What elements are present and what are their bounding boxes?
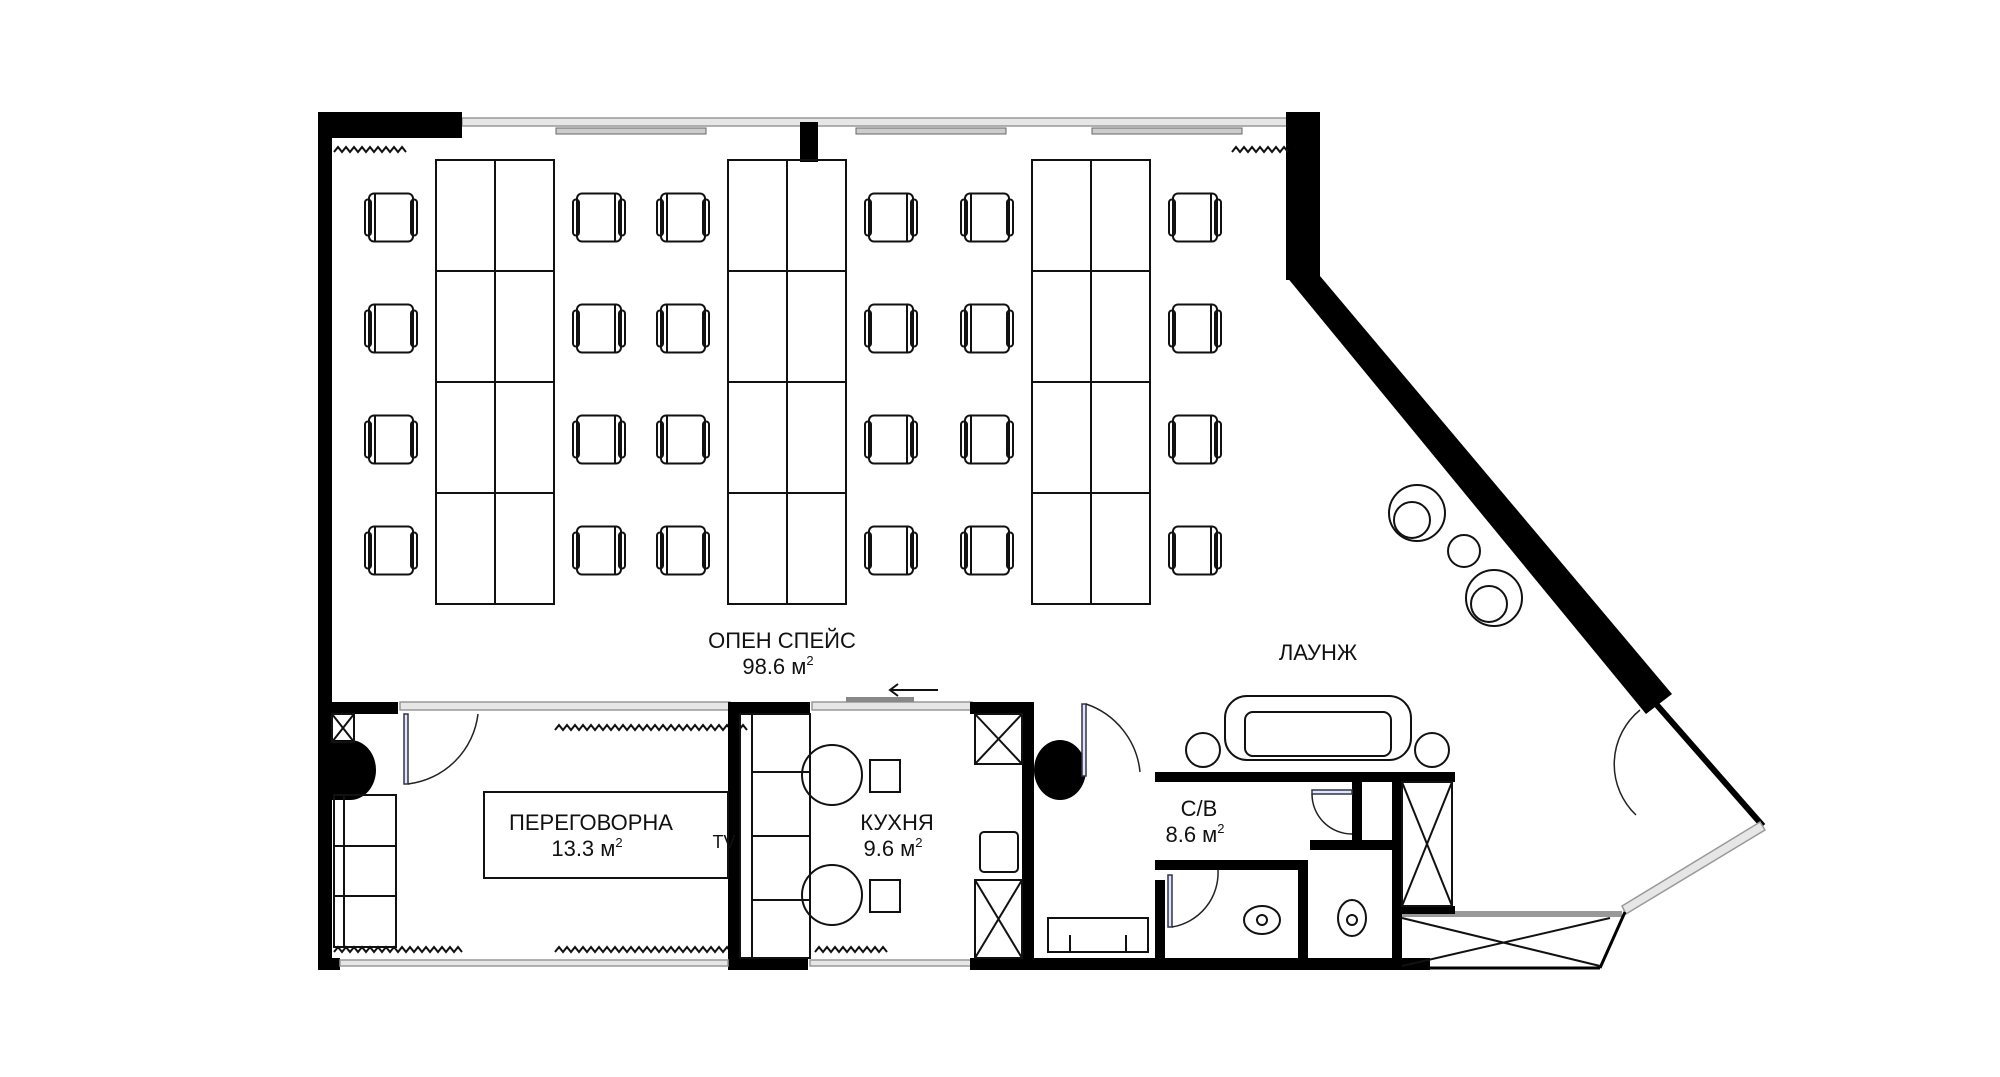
office-chair xyxy=(364,303,418,354)
desk xyxy=(727,381,788,494)
open-space-area: 98.6 м2 xyxy=(742,653,813,679)
desk xyxy=(1090,492,1151,605)
desk xyxy=(1090,159,1151,272)
office-chair xyxy=(364,525,418,576)
doors xyxy=(403,703,1641,928)
desk xyxy=(1090,381,1151,494)
desk xyxy=(435,381,496,494)
tv-label: TV xyxy=(712,832,735,852)
shafts xyxy=(331,713,1611,967)
stool xyxy=(869,759,901,793)
office-chair xyxy=(656,525,710,576)
kitchen-table xyxy=(801,864,863,926)
office-chair xyxy=(1168,192,1222,243)
lounge-furniture xyxy=(1185,484,1523,768)
sofa xyxy=(1224,695,1412,761)
kitchen-table xyxy=(801,744,863,806)
desk xyxy=(494,381,555,494)
open-space-name: ОПЕН СПЕЙС xyxy=(708,628,856,653)
desk xyxy=(1031,159,1092,272)
armchair xyxy=(1388,484,1446,542)
meeting-room-area: 13.3 м2 xyxy=(551,835,622,861)
toilet xyxy=(1243,905,1281,935)
office-chair xyxy=(1168,525,1222,576)
sliding-arrow-icon xyxy=(888,683,938,697)
desk xyxy=(435,492,496,605)
exterior-walls xyxy=(318,112,1767,970)
office-chair xyxy=(960,192,1014,243)
desk xyxy=(786,270,847,383)
desk xyxy=(727,492,788,605)
curtain xyxy=(1231,145,1289,154)
desk xyxy=(1031,270,1092,383)
desk xyxy=(494,270,555,383)
toilet xyxy=(1337,899,1367,937)
interior-walls xyxy=(318,697,1455,970)
office-chair xyxy=(1168,303,1222,354)
office-chair xyxy=(960,303,1014,354)
office-chair xyxy=(656,303,710,354)
meeting-room-name: ПЕРЕГОВОРНА xyxy=(509,810,673,835)
office-chair xyxy=(864,192,918,243)
curtain xyxy=(554,945,732,954)
desk xyxy=(1031,381,1092,494)
washbasin xyxy=(1047,917,1149,953)
desk xyxy=(1031,492,1092,605)
curtain xyxy=(333,945,463,954)
office-chair xyxy=(364,192,418,243)
top-windows xyxy=(461,117,1289,135)
office-chair xyxy=(864,525,918,576)
lounge-name: ЛАУНЖ xyxy=(1279,640,1358,665)
kitchen-furniture xyxy=(739,713,1019,959)
kitchen-name: КУХНЯ xyxy=(860,810,934,835)
office-chair xyxy=(656,192,710,243)
curtain xyxy=(814,945,888,954)
desk xyxy=(494,492,555,605)
meeting-table xyxy=(483,791,729,879)
curtain xyxy=(554,723,748,732)
desk xyxy=(494,159,555,272)
sofa xyxy=(333,794,397,948)
bathroom-fixtures xyxy=(1047,899,1367,953)
office-chair xyxy=(572,303,626,354)
desk xyxy=(435,270,496,383)
kitchen-area: 9.6 м2 xyxy=(863,835,922,861)
desk xyxy=(786,381,847,494)
desk xyxy=(727,159,788,272)
side-table xyxy=(1185,732,1221,768)
curtain xyxy=(333,145,407,154)
bathroom-area: 8.6 м2 xyxy=(1165,821,1224,847)
desk xyxy=(1090,270,1151,383)
office-chair xyxy=(572,192,626,243)
armchair xyxy=(1465,569,1523,627)
office-chair xyxy=(572,414,626,465)
bathroom-name: С/В xyxy=(1181,796,1218,821)
office-chair xyxy=(960,525,1014,576)
office-chair xyxy=(864,303,918,354)
office-chair xyxy=(656,414,710,465)
office-chair xyxy=(864,414,918,465)
desk xyxy=(786,492,847,605)
desk xyxy=(786,159,847,272)
office-chair xyxy=(1168,414,1222,465)
coffee-table xyxy=(1447,534,1481,568)
chair-area xyxy=(364,192,1222,576)
desk xyxy=(435,159,496,272)
columns xyxy=(332,740,1086,800)
curtains xyxy=(333,145,1289,954)
office-chair xyxy=(960,414,1014,465)
sink xyxy=(979,831,1019,873)
desk xyxy=(727,270,788,383)
meeting-furniture xyxy=(333,791,729,948)
desk-area xyxy=(435,159,1151,605)
stool xyxy=(869,879,901,913)
office-chair xyxy=(572,525,626,576)
office-chair xyxy=(364,414,418,465)
side-table xyxy=(1414,732,1450,768)
